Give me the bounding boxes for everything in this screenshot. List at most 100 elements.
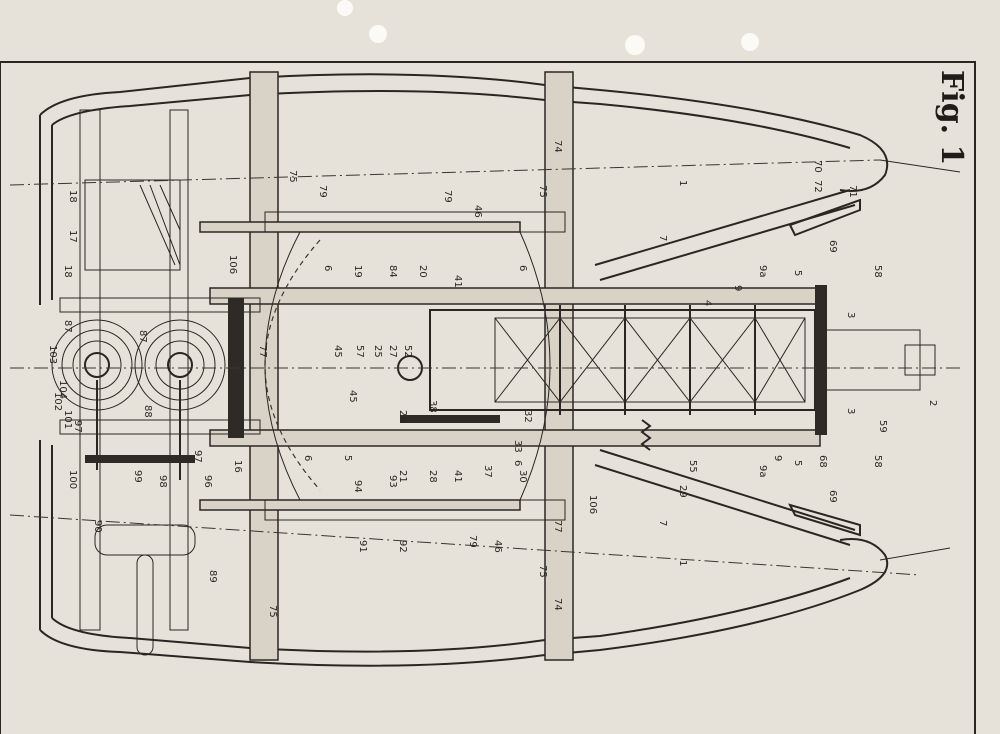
- reference-numeral: 58: [872, 455, 883, 468]
- reference-numeral: 3: [845, 312, 856, 318]
- hull-frame: [39, 73, 889, 667]
- reference-numeral: 87: [62, 320, 73, 333]
- reference-numeral: 7: [657, 520, 668, 526]
- reference-numeral: 77: [257, 345, 268, 358]
- reference-numeral: 9a: [757, 265, 768, 278]
- reference-numeral: 69: [827, 490, 838, 503]
- reference-numeral: 71: [847, 185, 858, 198]
- reference-numeral: 33: [512, 440, 523, 453]
- reference-numeral: 89: [207, 570, 218, 583]
- reference-numeral: 94: [352, 480, 363, 493]
- swing-arc: [264, 231, 301, 501]
- reference-numeral: 75: [267, 605, 278, 618]
- reference-numeral: 46: [472, 205, 483, 218]
- reference-numeral: 32: [522, 410, 533, 423]
- hand-crank-housing: [94, 524, 196, 556]
- reference-numeral: 28: [427, 470, 438, 483]
- reference-numeral: 16: [232, 460, 243, 473]
- main-rail-bottom: [209, 429, 821, 447]
- reference-numeral: 9: [732, 285, 743, 291]
- main-rail-top: [209, 287, 821, 305]
- reference-numeral: 97: [192, 450, 203, 463]
- reference-numeral: 75: [287, 170, 298, 183]
- reference-numeral: 77: [552, 520, 563, 533]
- frame-bar: [59, 419, 261, 435]
- reference-numeral: 45: [332, 345, 343, 358]
- reference-numeral: 5: [792, 270, 803, 276]
- hand-crank: [136, 554, 154, 656]
- reference-numeral: 72: [812, 180, 823, 193]
- reference-numeral: 41: [452, 470, 463, 483]
- reference-numeral: 75: [537, 185, 548, 198]
- reference-numeral: 30: [517, 470, 528, 483]
- reference-numeral: 18: [67, 190, 78, 203]
- reference-numeral: 2: [927, 400, 938, 406]
- rail: [199, 221, 521, 233]
- cross-beam-left: [249, 71, 279, 661]
- lattice-boom: [429, 285, 936, 435]
- reference-numeral: 5: [792, 460, 803, 466]
- reference-numeral: 37: [482, 465, 493, 478]
- reference-numeral: 7: [657, 235, 668, 241]
- reference-numeral: 9a: [757, 465, 768, 478]
- reference-numeral: 55: [687, 460, 698, 473]
- reference-numeral: 79: [467, 535, 478, 548]
- reference-numeral: 1: [677, 560, 688, 566]
- reference-numeral: 97: [72, 420, 83, 433]
- reference-numeral: 6: [322, 265, 333, 271]
- reference-numeral: 87: [137, 330, 148, 343]
- frame-bar: [59, 297, 261, 313]
- drawing-border: [0, 61, 976, 734]
- rear-post: [169, 109, 189, 631]
- reference-numeral: 79: [317, 185, 328, 198]
- reference-numeral: 106: [587, 495, 598, 514]
- reference-numeral: 27: [387, 345, 398, 358]
- reference-numeral: 104: [57, 380, 68, 399]
- reference-numeral: 58: [872, 265, 883, 278]
- reference-numeral: 99: [132, 470, 143, 483]
- paper-hole: [625, 35, 645, 55]
- reference-numeral: 18: [62, 265, 73, 278]
- reference-numeral: 57: [354, 345, 365, 358]
- reference-numeral: 90: [92, 520, 103, 533]
- reference-numeral: 25: [372, 345, 383, 358]
- reference-numeral: 6: [517, 265, 528, 271]
- reference-numeral: 101: [62, 410, 73, 429]
- tow-cable: [879, 159, 961, 561]
- reference-numeral: 91: [357, 540, 368, 553]
- reference-numeral: 38: [427, 400, 438, 413]
- reference-numeral: 29: [677, 485, 688, 498]
- reference-numeral: 45: [347, 390, 358, 403]
- spring: [640, 419, 652, 451]
- reference-numeral: 84: [387, 265, 398, 278]
- reference-numeral: 3: [845, 408, 856, 414]
- reference-numeral: 6: [302, 455, 313, 461]
- reference-numeral: 100: [67, 470, 78, 489]
- reference-numeral: 6: [512, 460, 523, 466]
- reference-numeral: 4: [702, 300, 713, 306]
- reference-numeral: 79: [442, 190, 453, 203]
- reference-numeral: 20: [417, 265, 428, 278]
- reference-numeral: 98: [157, 475, 168, 488]
- centerline: [9, 514, 921, 576]
- reference-numeral: 9: [772, 455, 783, 461]
- reference-numeral: 74: [552, 140, 563, 153]
- rear-post: [79, 109, 101, 631]
- reference-numeral: 96: [202, 475, 213, 488]
- reference-numeral: 5: [342, 455, 353, 461]
- reference-numeral: 93: [387, 475, 398, 488]
- paper-hole: [741, 33, 759, 51]
- centerline: [9, 159, 881, 186]
- reference-numeral: 52: [402, 345, 413, 358]
- rail: [199, 499, 521, 511]
- reference-numeral: 106: [227, 255, 238, 274]
- reference-numeral: 59: [877, 420, 888, 433]
- paper-hole: [369, 25, 387, 43]
- reference-numeral: 17: [67, 230, 78, 243]
- figure-title: Fig. 1: [934, 70, 969, 165]
- gear-rack: [815, 285, 827, 435]
- frame-bar: [264, 211, 566, 233]
